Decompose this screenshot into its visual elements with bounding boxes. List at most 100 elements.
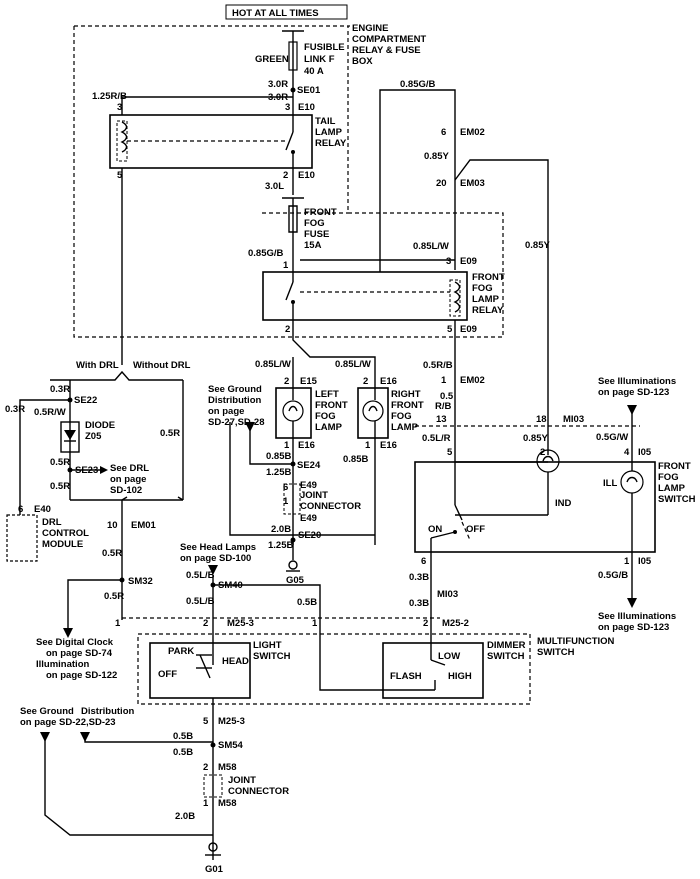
light-switch: PARK HEAD OFF LIGHT SWITCH [149, 620, 291, 699]
diode-z05: DIODE Z05 [60, 420, 115, 453]
svg-text:3: 3 [117, 102, 122, 113]
svg-text:0.85B: 0.85B [343, 454, 368, 465]
svg-text:5: 5 [447, 324, 453, 335]
svg-text:SE01: SE01 [297, 85, 321, 96]
svg-text:With DRL: With DRL [76, 360, 119, 371]
svg-text:LEFT: LEFT [315, 389, 339, 400]
svg-text:SWITCH: SWITCH [253, 651, 291, 662]
svg-text:RELAY: RELAY [472, 305, 504, 316]
svg-text:DRL: DRL [42, 517, 62, 528]
multifunction-switch-label: MULTIFUNCTION SWITCH [537, 636, 615, 658]
svg-text:FOG: FOG [391, 411, 412, 422]
tail-lamp-relay: TAIL LAMP RELAY [109, 114, 347, 169]
right-front-fog-lamp: 2 E16 RIGHT FRONT FOG LAMP 1 E16 0.85B [343, 376, 424, 545]
svg-text:1: 1 [203, 798, 209, 809]
drl-control-module: 6 E40 DRL CONTROL MODULE [6, 504, 89, 562]
dimmer-switch: LOW FLASH HIGH DIMMER SWITCH [382, 640, 526, 699]
svg-text:CONNECTOR: CONNECTOR [228, 786, 289, 797]
svg-text:LAMP: LAMP [391, 422, 419, 433]
joint-connector-m58: 2 M58 JOINT CONNECTOR 1 M58 [203, 762, 289, 809]
svg-text:1.25R/B: 1.25R/B [92, 91, 127, 102]
fusible-link-f: FUSIBLE LINK F 40 A GREEN [255, 30, 345, 84]
front-fog-lamp-relay: 1 FRONT FOG LAMP RELAY [262, 260, 505, 321]
svg-text:0.85Y: 0.85Y [424, 151, 449, 162]
svg-text:M25-3: M25-3 [227, 618, 254, 629]
svg-text:E10: E10 [298, 102, 315, 113]
svg-text:1.25B: 1.25B [266, 467, 291, 478]
engine-compartment-box-outline [73, 25, 504, 338]
see-ground-distribution-sd22: See Ground Distribution on page SD-22,SD… [20, 706, 134, 728]
svg-text:BOX: BOX [352, 56, 373, 67]
svg-text:0.5B: 0.5B [173, 747, 193, 758]
svg-text:Z05: Z05 [85, 431, 102, 442]
svg-text:MODULE: MODULE [42, 539, 83, 550]
svg-text:FRONT: FRONT [304, 207, 337, 218]
svg-text:See Head Lamps: See Head Lamps [180, 542, 256, 553]
svg-text:0.85L/W: 0.85L/W [255, 359, 291, 370]
svg-text:5: 5 [447, 447, 453, 458]
svg-text:3.0R: 3.0R [268, 79, 288, 90]
svg-text:2.0B: 2.0B [271, 524, 291, 535]
svg-text:0.5R: 0.5R [160, 428, 180, 439]
svg-text:0.5L/B: 0.5L/B [186, 596, 215, 607]
svg-text:on page SD-100: on page SD-100 [180, 553, 251, 564]
svg-text:on page SD-123: on page SD-123 [598, 387, 669, 398]
svg-text:R/B: R/B [435, 401, 452, 412]
svg-text:SD-27,SD-28: SD-27,SD-28 [208, 417, 265, 428]
see-digital-clock-reference: See Digital Clock on page SD-74 Illumina… [36, 637, 117, 681]
svg-text:SE22: SE22 [74, 395, 97, 406]
svg-text:M58: M58 [218, 798, 236, 809]
svg-text:DIODE: DIODE [85, 420, 115, 431]
svg-text:M58: M58 [218, 762, 236, 773]
svg-text:RELAY & FUSE: RELAY & FUSE [352, 45, 421, 56]
svg-text:RIGHT: RIGHT [391, 389, 421, 400]
svg-text:See Ground: See Ground [208, 384, 262, 395]
svg-text:See Digital Clock: See Digital Clock [36, 637, 114, 648]
svg-text:15A: 15A [304, 240, 322, 251]
svg-text:SM32: SM32 [128, 576, 153, 587]
svg-text:FLASH: FLASH [390, 671, 422, 682]
front-fog-fuse: FRONT FOG FUSE 15A [282, 197, 337, 270]
svg-text:M25-3: M25-3 [218, 716, 245, 727]
svg-text:0.5R: 0.5R [50, 481, 70, 492]
svg-text:0.5B: 0.5B [297, 597, 317, 608]
svg-text:1: 1 [365, 440, 371, 451]
svg-text:0.3R: 0.3R [5, 404, 25, 415]
see-ground-distribution-sd27: See Ground Distribution on page SD-27,SD… [208, 384, 265, 428]
svg-text:E15: E15 [300, 376, 318, 387]
splice-se01: SE01 3.0R 3.0R [268, 79, 321, 103]
svg-text:G05: G05 [286, 575, 305, 586]
svg-text:COMPARTMENT: COMPARTMENT [352, 34, 426, 45]
svg-text:FRONT: FRONT [472, 272, 505, 283]
engine-compartment-label: ENGINE COMPARTMENT RELAY & FUSE BOX [352, 23, 426, 67]
svg-text:FOG: FOG [472, 283, 493, 294]
svg-text:MI03: MI03 [437, 589, 458, 600]
svg-text:JOINT: JOINT [300, 490, 328, 501]
svg-text:RELAY: RELAY [315, 138, 347, 149]
svg-text:FOG: FOG [304, 218, 325, 229]
svg-text:ON: ON [428, 524, 442, 535]
svg-text:4: 4 [624, 447, 630, 458]
svg-text:CONTROL: CONTROL [42, 528, 89, 539]
svg-text:E40: E40 [34, 504, 51, 515]
svg-text:FUSIBLE: FUSIBLE [304, 42, 345, 53]
svg-text:E16: E16 [380, 440, 397, 451]
svg-text:GREEN: GREEN [255, 54, 289, 65]
svg-text:SE24: SE24 [297, 460, 321, 471]
svg-text:3: 3 [285, 102, 290, 113]
svg-text:FUSE: FUSE [304, 229, 329, 240]
svg-text:0.5G/B: 0.5G/B [598, 570, 628, 581]
svg-text:LAMP: LAMP [472, 294, 500, 305]
svg-text:2.0B: 2.0B [175, 811, 195, 822]
joint-connector-e49: 6 1 JOINT CONNECTOR E49 E49 [283, 470, 361, 545]
svg-text:Distribution: Distribution [208, 395, 261, 406]
svg-text:40 A: 40 A [304, 66, 324, 77]
svg-text:FOG: FOG [315, 411, 336, 422]
svg-text:0.85G/B: 0.85G/B [248, 248, 284, 259]
svg-text:on page SD-74: on page SD-74 [46, 648, 113, 659]
svg-text:0.5B: 0.5B [173, 731, 193, 742]
svg-text:0.85L/W: 0.85L/W [413, 241, 449, 252]
svg-text:0.5R: 0.5R [104, 591, 124, 602]
svg-text:6: 6 [283, 482, 288, 493]
